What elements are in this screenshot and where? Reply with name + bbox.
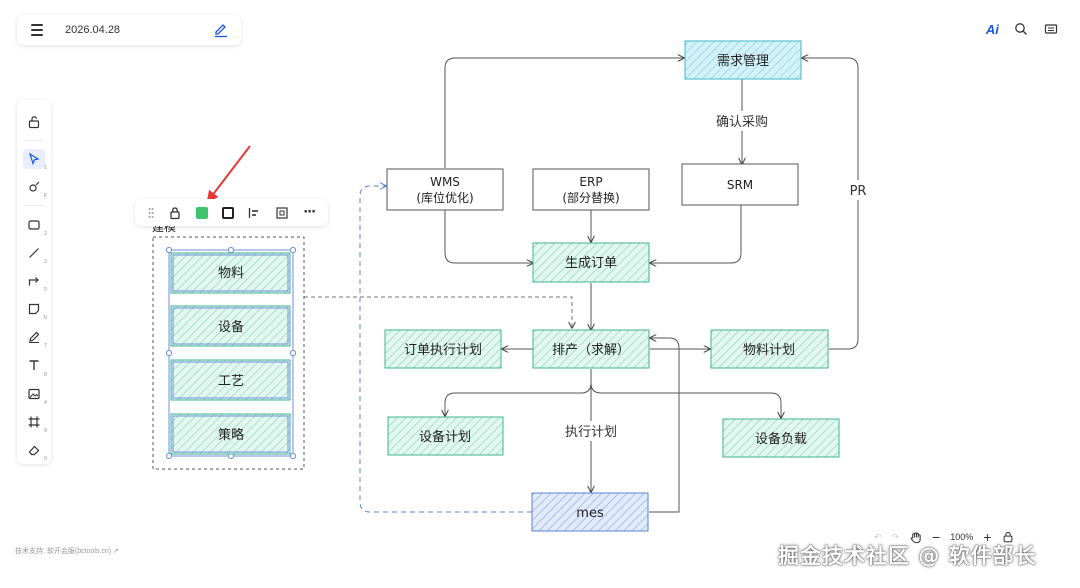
svg-text:物料: 物料	[218, 266, 244, 281]
edge-srm-to-gen-order	[650, 205, 742, 263]
node-equip-plan[interactable]: 设备计划	[387, 416, 504, 456]
node-erp[interactable]: ERP (部分替换)	[532, 168, 650, 211]
svg-text:生成订单: 生成订单	[565, 256, 617, 271]
lock-icon[interactable]	[168, 206, 182, 220]
node-gen-order[interactable]: 生成订单	[532, 242, 650, 283]
stroke-color-swatch[interactable]	[221, 206, 234, 219]
document-date: 2026.04.28	[65, 24, 121, 36]
edge-schedule-to-equip-plan	[445, 369, 592, 416]
pen-tool-icon[interactable]: 7	[23, 327, 47, 349]
text-tool-icon[interactable]: 8	[23, 355, 47, 378]
modeling-group[interactable]: 建模 物料 设备 工艺 策略	[152, 220, 305, 470]
left-toolbar: 1 K 2 3 5 N 7 8 4 9 0	[17, 100, 51, 464]
edge-wms-to-gen-order	[444, 210, 533, 263]
svg-text:工艺: 工艺	[218, 374, 244, 389]
ai-button[interactable]: Ai	[985, 21, 999, 37]
svg-text:(库位优化): (库位优化)	[416, 190, 473, 205]
svg-text:需求管理: 需求管理	[717, 54, 769, 69]
group-item-equipment[interactable]: 设备	[170, 305, 291, 347]
svg-text:设备: 设备	[218, 319, 244, 335]
group-item-strategy[interactable]: 策略	[170, 413, 291, 455]
node-srm[interactable]: SRM	[681, 163, 799, 206]
top-bar: 2026.04.28	[17, 15, 241, 45]
label-exec-plan: 执行计划	[565, 425, 617, 440]
hand-pan-icon[interactable]	[909, 531, 922, 544]
node-wms[interactable]: WMS (库位优化)	[386, 168, 504, 211]
unlock-icon[interactable]	[23, 112, 45, 132]
top-right-bar: Ai	[978, 15, 1066, 43]
keyboard-icon[interactable]	[1044, 22, 1058, 36]
align-left-icon[interactable]	[247, 206, 261, 220]
svg-text:设备负载: 设备负载	[755, 431, 807, 447]
zoom-level: 100%	[950, 532, 974, 542]
drag-handle-icon[interactable]	[148, 207, 154, 219]
edge-material-plan-to-demand	[802, 58, 859, 350]
redo-icon[interactable]: ↷	[891, 531, 900, 542]
svg-text:WMS: WMS	[430, 175, 460, 189]
svg-text:(部分替换): (部分替换)	[562, 190, 619, 205]
label-confirm-purchase: 确认采购	[716, 114, 768, 130]
sticky-note-icon[interactable]: N	[23, 299, 47, 321]
svg-text:ERP: ERP	[579, 175, 602, 189]
node-material-plan[interactable]: 物料计划	[710, 329, 829, 369]
edit-icon[interactable]	[213, 22, 229, 38]
search-icon[interactable]	[1014, 22, 1028, 36]
zoom-controls: ↶ ↷ − 100% +	[874, 526, 1014, 548]
edge-mes-to-wms-dashed	[359, 186, 532, 513]
node-mes[interactable]: mes	[531, 492, 649, 532]
node-equip-load[interactable]: 设备负载	[722, 418, 840, 458]
edge-mes-to-schedule	[649, 338, 680, 513]
svg-text:订单执行计划: 订单执行计划	[404, 343, 482, 358]
select-cursor-icon[interactable]: 1	[23, 149, 47, 171]
group-item-material[interactable]: 物料	[170, 252, 291, 294]
fill-color-swatch[interactable]	[195, 206, 208, 219]
zoom-out-button[interactable]: −	[932, 529, 941, 545]
eraser-icon[interactable]: 0	[23, 440, 47, 462]
undo-icon[interactable]: ↶	[874, 531, 882, 542]
group-frame-icon[interactable]	[275, 206, 289, 220]
node-order-plan[interactable]: 订单执行计划	[384, 329, 502, 369]
image-tool-icon[interactable]: 4	[23, 384, 47, 406]
menu-icon[interactable]	[31, 24, 47, 36]
more-options-icon[interactable]: ···	[303, 205, 316, 220]
svg-text:物料计划: 物料计划	[743, 343, 795, 358]
edge-wms-to-demand	[444, 58, 684, 168]
zoom-in-button[interactable]: +	[983, 529, 992, 545]
tech-support-link[interactable]: 技术支持: 软开会服(bctools.cn) ↗	[15, 548, 119, 555]
label-pr: PR	[850, 184, 867, 199]
watermark: 掘金技术社区 @ 软件部长	[778, 544, 1037, 568]
svg-text:排产（求解）: 排产（求解）	[552, 343, 630, 358]
annotation-red-arrow	[206, 145, 251, 203]
group-item-process[interactable]: 工艺	[170, 359, 291, 401]
svg-text:设备计划: 设备计划	[419, 429, 471, 445]
rectangle-tool-icon[interactable]: 2	[23, 214, 47, 237]
line-tool-icon[interactable]: 3	[23, 243, 47, 265]
connector-tool-icon[interactable]: 5	[23, 271, 47, 293]
frame-tool-icon[interactable]: 9	[23, 412, 47, 434]
svg-text:策略: 策略	[218, 427, 244, 443]
lock-canvas-icon[interactable]	[1002, 531, 1014, 543]
connectors	[444, 58, 859, 513]
edge-group-to-schedule-dashed	[304, 296, 572, 328]
svg-text:SRM: SRM	[727, 178, 753, 192]
edge-schedule-to-equip-load	[590, 369, 781, 418]
node-demand-mgmt[interactable]: 需求管理	[684, 40, 802, 80]
svg-text:mes: mes	[576, 506, 604, 521]
node-schedule[interactable]: 排产（求解）	[532, 329, 650, 369]
selection-toolbar: ···	[135, 199, 328, 226]
laser-pointer-icon[interactable]: K	[23, 177, 47, 199]
